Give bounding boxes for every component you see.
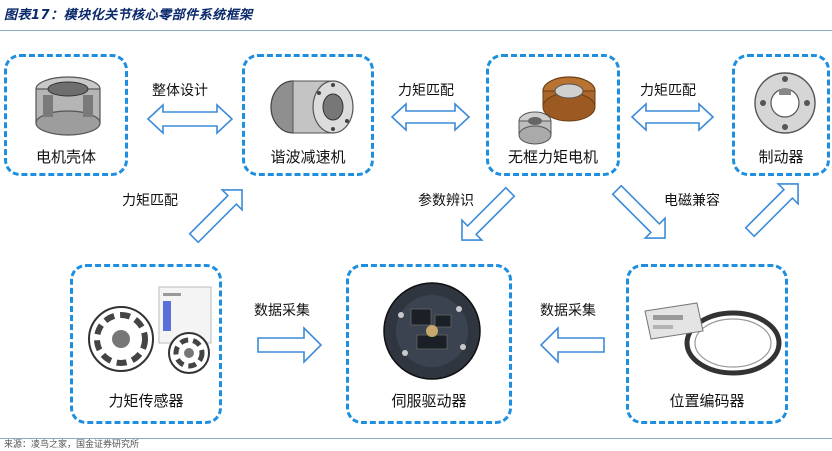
brake-image <box>754 72 816 134</box>
label-torque-match-left: 力矩匹配 <box>122 193 178 209</box>
label-overall-design: 整体设计 <box>152 83 208 99</box>
frameless-motor-image <box>518 76 596 145</box>
arrow-sensor-to-driver <box>257 326 323 364</box>
node-position-encoder: 位置编码器 <box>626 264 788 424</box>
label-param-identify: 参数辨识 <box>418 193 474 209</box>
position-encoder-label: 位置编码器 <box>669 392 745 410</box>
arrow-encoder-to-driver <box>539 326 605 364</box>
position-encoder-image <box>644 302 782 376</box>
motor-housing-label: 电机壳体 <box>35 148 96 166</box>
double-arrow-housing-reducer <box>146 103 234 135</box>
node-motor-housing: 电机壳体 <box>4 54 128 176</box>
node-frameless-motor: 无框力矩电机 <box>486 54 620 176</box>
label-data-collect-left: 数据采集 <box>254 303 310 319</box>
frameless-motor-label: 无框力矩电机 <box>507 148 598 166</box>
label-torque-match-top-2: 力矩匹配 <box>640 83 696 99</box>
torque-sensor-image <box>88 286 212 374</box>
diag-arrow-motor-to-driver <box>461 186 516 241</box>
diag-arrow-motor-to-encoder <box>611 184 666 239</box>
diag-arrow-encoder-to-brake <box>744 183 799 238</box>
diag-arrow-sensor-to-reducer <box>188 189 243 244</box>
node-torque-sensor: 力矩传感器 <box>70 264 222 424</box>
motor-housing-image <box>35 76 101 136</box>
label-data-collect-right: 数据采集 <box>540 303 596 319</box>
label-em-compat: 电磁兼容 <box>664 193 720 209</box>
servo-driver-label: 伺服驱动器 <box>391 392 467 410</box>
figure-title: 图表17：模块化关节核心零部件系统框架 <box>4 8 253 23</box>
node-servo-driver: 伺服驱动器 <box>346 264 512 424</box>
node-harmonic-reducer: 谐波减速机 <box>242 54 374 176</box>
brake-label: 制动器 <box>758 148 804 166</box>
double-arrow-reducer-motor <box>390 102 471 132</box>
harmonic-reducer-label: 谐波减速机 <box>270 148 346 166</box>
source-note: 来源：凌鸟之家，国金证券研究所 <box>0 438 832 451</box>
harmonic-reducer-image <box>270 80 354 134</box>
label-torque-match-top-1: 力矩匹配 <box>398 83 454 99</box>
double-arrow-motor-brake <box>630 102 715 132</box>
torque-sensor-label: 力矩传感器 <box>108 392 184 410</box>
node-brake: 制动器 <box>732 54 830 176</box>
servo-driver-image <box>383 282 481 380</box>
title-divider <box>0 30 832 31</box>
